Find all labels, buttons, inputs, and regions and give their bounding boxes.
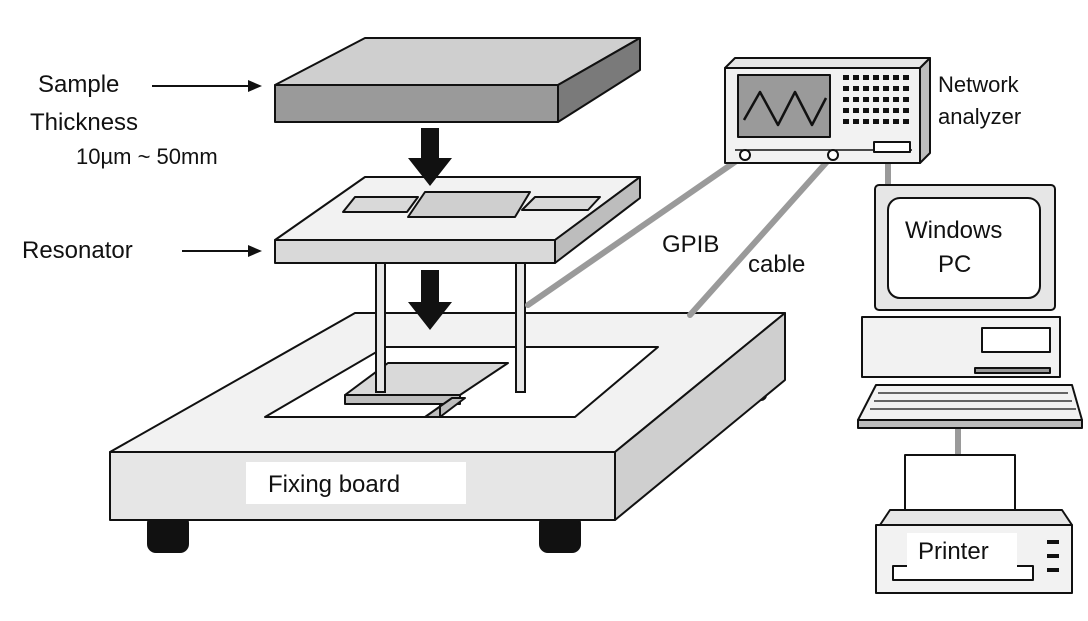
right-arrow-icon — [152, 80, 262, 92]
resonator-electrode-left — [342, 196, 419, 213]
windows-pc-label-line2: PC — [938, 251, 971, 278]
thickness-label: Thickness — [30, 109, 138, 136]
waveform-icon — [742, 90, 828, 127]
fixing-board-label-bg — [246, 462, 466, 504]
gpib-label: GPIB — [662, 231, 719, 258]
printer-top — [879, 509, 1073, 526]
resonator-plate — [274, 176, 641, 264]
analyzer-port-1 — [739, 149, 751, 161]
resonator-electrode-right — [521, 196, 601, 211]
windows-pc-label-line1: Windows — [905, 217, 1002, 244]
network-analyzer-label-line2: analyzer — [938, 104, 1021, 129]
analyzer-port-2 — [827, 149, 839, 161]
thickness-range-label: 10µm ~ 50mm — [76, 144, 218, 169]
right-arrow-icon — [182, 245, 262, 257]
pc-keyboard-keys — [870, 392, 1076, 410]
pc-drive-slot — [981, 327, 1051, 353]
sample-holder-c — [424, 397, 466, 418]
pc-screen — [887, 197, 1041, 299]
board-side-face — [614, 312, 786, 521]
down-arrow-icon — [408, 128, 452, 186]
down-arrow-icon — [408, 270, 452, 330]
printer — [875, 454, 1073, 594]
analyzer-keypad — [843, 75, 909, 124]
sample-holder-b — [344, 394, 461, 405]
sample-label: Sample — [38, 71, 119, 98]
fixing-board — [109, 312, 786, 553]
resonator-label: Resonator — [22, 237, 133, 264]
printer-label: Printer — [918, 538, 989, 565]
windows-pc — [857, 184, 1083, 429]
analyzer-slot — [873, 141, 911, 153]
printer-label-bg — [907, 533, 1017, 567]
pc-keyboard — [857, 384, 1083, 421]
fixing-board-label: Fixing board — [268, 471, 400, 498]
cable-label: cable — [748, 251, 805, 278]
network-analyzer-label-line1: Network — [938, 72, 1020, 97]
network-analyzer — [724, 57, 931, 164]
printer-buttons — [1047, 540, 1059, 572]
sample-plate — [274, 37, 641, 123]
resonator-electrode-center — [407, 191, 531, 218]
